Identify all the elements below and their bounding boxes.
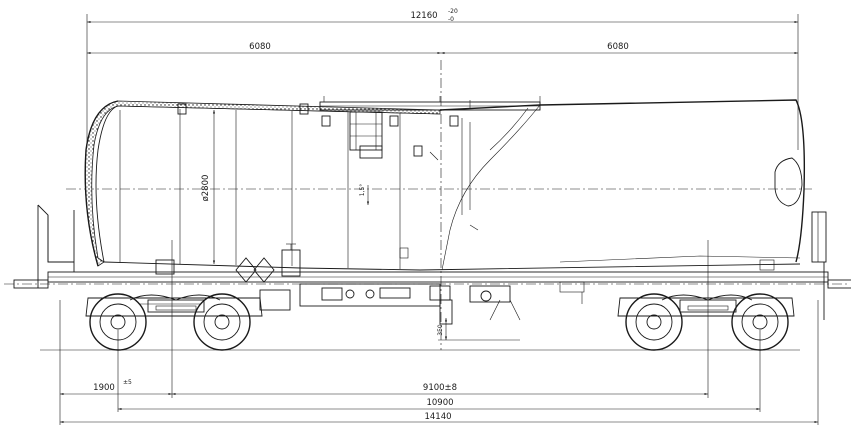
right-end-platform bbox=[559, 211, 827, 320]
left-end-platform bbox=[37, 204, 301, 288]
dim-coupler-axis-span: 10900 bbox=[426, 398, 453, 408]
dome-fittings bbox=[177, 96, 541, 259]
dim-overall-tank-tol-lower: -0 bbox=[448, 16, 454, 23]
dim-bogie-offset: 1900 bbox=[93, 383, 115, 393]
dim-half-right: 6080 bbox=[607, 42, 629, 52]
left-bogie-wheel-2 bbox=[193, 293, 251, 351]
tank-body bbox=[84, 99, 806, 271]
dim-bogie-offset-tol: ±5 bbox=[123, 379, 132, 386]
drain-height-marker bbox=[438, 318, 520, 341]
dim-half-left: 6080 bbox=[249, 42, 271, 52]
right-bogie bbox=[617, 293, 795, 351]
dim-overall-tank: 12160 bbox=[410, 11, 437, 21]
underframe bbox=[4, 271, 851, 325]
dim-slope: 1,5° bbox=[359, 184, 366, 197]
dim-drain-height: 350 bbox=[437, 324, 444, 336]
dim-bogie-centers: 9100±8 bbox=[423, 383, 457, 393]
dim-overall-length: 14140 bbox=[424, 412, 451, 422]
dim-overall-tank-tol-upper: -20 bbox=[448, 8, 458, 15]
top-dimensions bbox=[86, 14, 799, 150]
right-bogie-wheel-1 bbox=[625, 293, 683, 351]
left-bogie bbox=[85, 293, 263, 351]
bottom-dimensions bbox=[59, 240, 819, 425]
dim-diameter: ø2800 bbox=[201, 175, 211, 202]
